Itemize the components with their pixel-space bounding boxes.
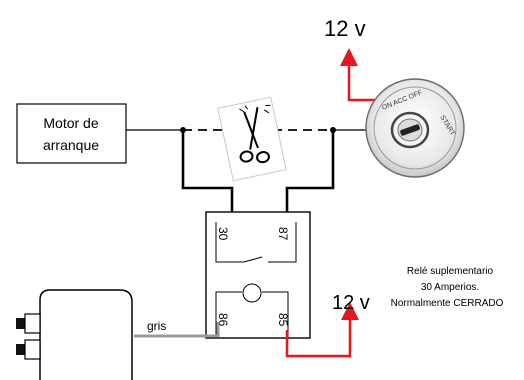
connector-pin-top [16, 318, 26, 329]
top-arrow-head [340, 48, 358, 66]
relay-contact-box [215, 222, 297, 263]
connector-pin-bottom [16, 344, 26, 355]
gray-wire-label: gris [147, 319, 166, 333]
starter-motor-box [16, 103, 127, 164]
ignition-switch-icon: ON ACC OFF START [365, 78, 465, 178]
connector-component [16, 289, 133, 380]
pin-30-label: 30 [216, 227, 230, 241]
pin-85-label: 85 [276, 313, 290, 327]
bottom-arrow-head [341, 302, 359, 320]
relay-note-line-2: 30 Amperios. [421, 282, 479, 293]
relay-note-line-1: Relé suplementario [407, 266, 494, 277]
gray-wire [134, 322, 220, 338]
bottom-power-wire [285, 302, 359, 358]
top-power-wire [340, 48, 377, 102]
wire-to-pin-30 [181, 130, 234, 220]
relay-coil [242, 283, 262, 303]
top-voltage-label: 12 v [324, 16, 366, 41]
starter-motor-label-2: arranque [43, 137, 99, 153]
bottom-voltage-label: 12 v [332, 292, 370, 314]
scissors-icon [217, 96, 287, 182]
wire-to-pin-87 [285, 130, 335, 220]
starter-motor-label-1: Motor de [43, 115, 98, 131]
relay-coil-box [215, 291, 289, 338]
relay-note-line-3: Normalmente CERRADO [391, 298, 504, 309]
pin-87-label: 87 [276, 227, 290, 241]
relay-body [205, 211, 311, 339]
